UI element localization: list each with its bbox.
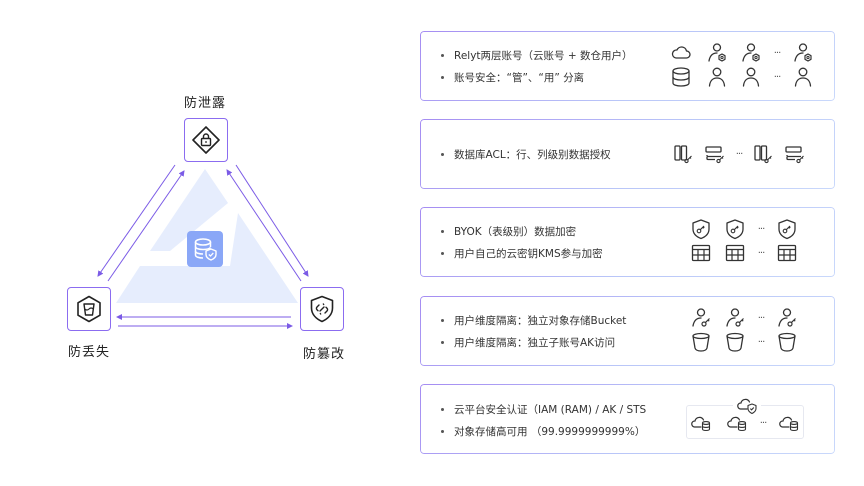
card-bullets: Relyt两层账号（云账号 + 数仓用户） 账号安全：“管”、“用” 分离 bbox=[441, 44, 633, 88]
card-bullets: 数据库ACL：行、列级别数据授权 bbox=[441, 143, 611, 165]
bullet-item: 用户自己的云密钥KMS参与加密 bbox=[441, 242, 603, 264]
shield-key-icon bbox=[690, 218, 712, 240]
card-byok-encryption: BYOK（表级别）数据加密 用户自己的云密钥KMS参与加密 ··· ··· bbox=[420, 207, 835, 277]
user-key-icon bbox=[690, 307, 712, 329]
ellipsis: ··· bbox=[735, 148, 744, 160]
user-gear-icon bbox=[706, 42, 728, 64]
card-database-acl: 数据库ACL：行、列级别数据授权 ··· bbox=[420, 119, 835, 189]
node-loss-prevention bbox=[67, 287, 111, 331]
user-gear-icon bbox=[740, 42, 762, 64]
card-user-isolation: 用户维度隔离：独立对象存储Bucket 用户维度隔离：独立子账号AK访问 ···… bbox=[420, 296, 835, 366]
card-icons: ··· ··· bbox=[690, 306, 798, 354]
center-database-badge bbox=[187, 231, 223, 267]
bullet-text: BYOK（表级别）数据加密 bbox=[454, 225, 577, 238]
bullet-item: 对象存储高可用 （99.9999999999%） bbox=[441, 420, 646, 442]
card-account-security: Relyt两层账号（云账号 + 数仓用户） 账号安全：“管”、“用” 分离 ··… bbox=[420, 31, 835, 101]
bullet-text: Relyt两层账号（云账号 + 数仓用户） bbox=[454, 49, 633, 62]
user-icon bbox=[740, 66, 762, 88]
bullet-item: BYOK（表级别）数据加密 bbox=[441, 220, 603, 242]
bullet-item: Relyt两层账号（云账号 + 数仓用户） bbox=[441, 44, 633, 66]
card-icons: ··· ··· bbox=[670, 41, 814, 89]
cloud-database-icon bbox=[690, 412, 712, 434]
node-label-leak-prevention: 防泄露 bbox=[184, 96, 227, 111]
row-key-icon bbox=[784, 143, 806, 165]
cloud-database-icon bbox=[726, 412, 748, 434]
arrow-top-to-right bbox=[235, 164, 309, 277]
bullet-item: 账号安全：“管”、“用” 分离 bbox=[441, 66, 633, 88]
bucket-icon bbox=[690, 331, 712, 353]
card-bullets: 云平台安全认证（IAM (RAM) / AK / STS 对象存储高可用 （99… bbox=[441, 398, 646, 442]
cloud-icon bbox=[670, 42, 692, 64]
bullet-text: 用户维度隔离：独立子账号AK访问 bbox=[454, 336, 616, 349]
arrow-left-to-top bbox=[107, 170, 185, 282]
ellipsis: ··· bbox=[757, 247, 766, 259]
cloud-database-icon bbox=[778, 412, 800, 434]
card-bullets: BYOK（表级别）数据加密 用户自己的云密钥KMS参与加密 bbox=[441, 220, 603, 264]
arrow-top-to-left bbox=[97, 164, 176, 277]
card-bullets: 用户维度隔离：独立对象存储Bucket 用户维度隔离：独立子账号AK访问 bbox=[441, 309, 626, 353]
card-icons: ··· ··· bbox=[690, 217, 798, 265]
triangle-lower-shape bbox=[116, 213, 298, 303]
bullet-item: 用户维度隔离：独立子账号AK访问 bbox=[441, 331, 626, 353]
security-triangle-diagram: 防泄露 防丢失 防篡改 bbox=[0, 0, 410, 486]
user-icon bbox=[792, 66, 814, 88]
user-key-icon bbox=[724, 307, 746, 329]
database-shield-icon bbox=[194, 238, 217, 261]
node-label-tamper-prevention: 防篡改 bbox=[303, 347, 346, 362]
row-key-icon bbox=[704, 143, 726, 165]
bullet-text: 用户自己的云密钥KMS参与加密 bbox=[454, 247, 603, 260]
bullet-item: 云平台安全认证（IAM (RAM) / AK / STS bbox=[441, 398, 646, 420]
table-icon bbox=[776, 242, 798, 264]
bullet-item: 用户维度隔离：独立对象存储Bucket bbox=[441, 309, 626, 331]
shield-key-icon bbox=[724, 218, 746, 240]
column-key-icon bbox=[672, 143, 694, 165]
bucket-icon bbox=[724, 331, 746, 353]
bullet-text: 云平台安全认证（IAM (RAM) / AK / STS bbox=[454, 403, 647, 416]
node-label-loss-prevention: 防丢失 bbox=[68, 345, 111, 360]
node-leak-prevention bbox=[184, 118, 228, 162]
node-tamper-prevention bbox=[300, 287, 344, 331]
bucket-hexagon-icon bbox=[77, 295, 101, 323]
bullet-text: 用户维度隔离：独立对象存储Bucket bbox=[454, 314, 627, 327]
table-icon bbox=[724, 242, 746, 264]
cloud-shield-wrap bbox=[733, 394, 761, 420]
lock-diamond-icon bbox=[192, 126, 220, 154]
triangle-background bbox=[97, 164, 309, 329]
user-gear-icon bbox=[792, 42, 814, 64]
shield-key-icon bbox=[776, 218, 798, 240]
bullet-text: 账号安全：“管”、“用” 分离 bbox=[454, 71, 585, 84]
card-icons: ··· bbox=[672, 142, 806, 166]
ellipsis: ··· bbox=[759, 417, 768, 429]
triangle-upper-shape bbox=[150, 169, 228, 251]
card-icons: ··· bbox=[690, 411, 800, 435]
user-key-icon bbox=[776, 307, 798, 329]
table-icon bbox=[690, 242, 712, 264]
ellipsis: ··· bbox=[757, 312, 766, 324]
bucket-icon bbox=[776, 331, 798, 353]
ellipsis: ··· bbox=[773, 71, 782, 83]
bullet-text: 数据库ACL：行、列级别数据授权 bbox=[454, 148, 611, 161]
ellipsis: ··· bbox=[757, 223, 766, 235]
ellipsis: ··· bbox=[773, 47, 782, 59]
user-icon bbox=[706, 66, 728, 88]
database-icon bbox=[670, 66, 692, 88]
bullet-text: 对象存储高可用 （99.9999999999%） bbox=[454, 425, 646, 438]
column-key-icon bbox=[752, 143, 774, 165]
shield-broken-link-icon bbox=[310, 295, 334, 323]
bullet-item: 数据库ACL：行、列级别数据授权 bbox=[441, 143, 611, 165]
ellipsis: ··· bbox=[757, 336, 766, 348]
arrow-right-to-top bbox=[226, 169, 302, 282]
